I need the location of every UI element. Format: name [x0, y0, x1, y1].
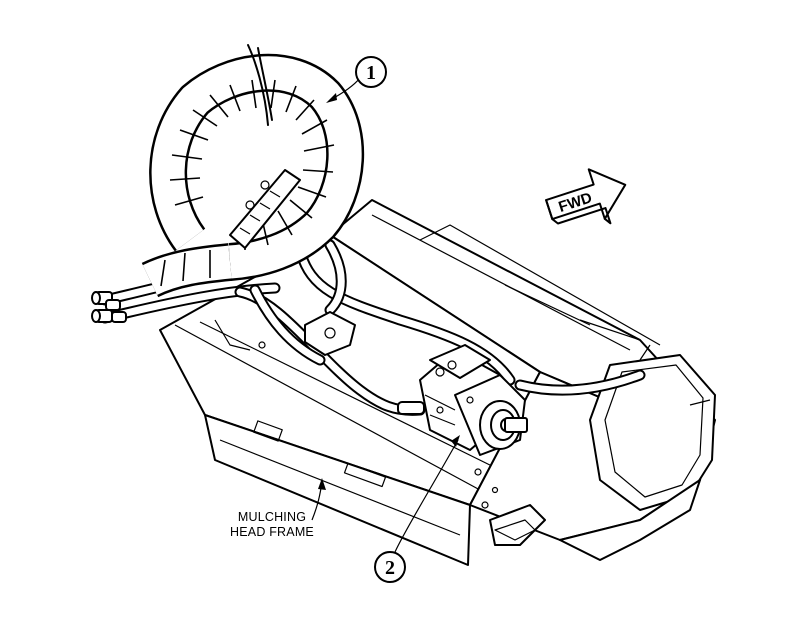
hose-fittings — [91, 291, 127, 323]
callout-1: 1 — [326, 56, 387, 103]
callout-1-label: 1 — [366, 62, 376, 84]
frame-label-line1: MULCHING — [238, 510, 306, 524]
callout-2: 2 — [374, 435, 460, 583]
hydraulic-hoses — [99, 239, 646, 416]
hose-coil — [141, 44, 365, 298]
frame-label-line2: HEAD FRAME — [230, 525, 314, 539]
callout-2-label: 2 — [385, 557, 395, 579]
fwd-arrow-icon: FWD — [545, 168, 627, 225]
frame-label: MULCHING HEAD FRAME — [230, 478, 326, 539]
hydraulic-motor — [304, 311, 528, 456]
